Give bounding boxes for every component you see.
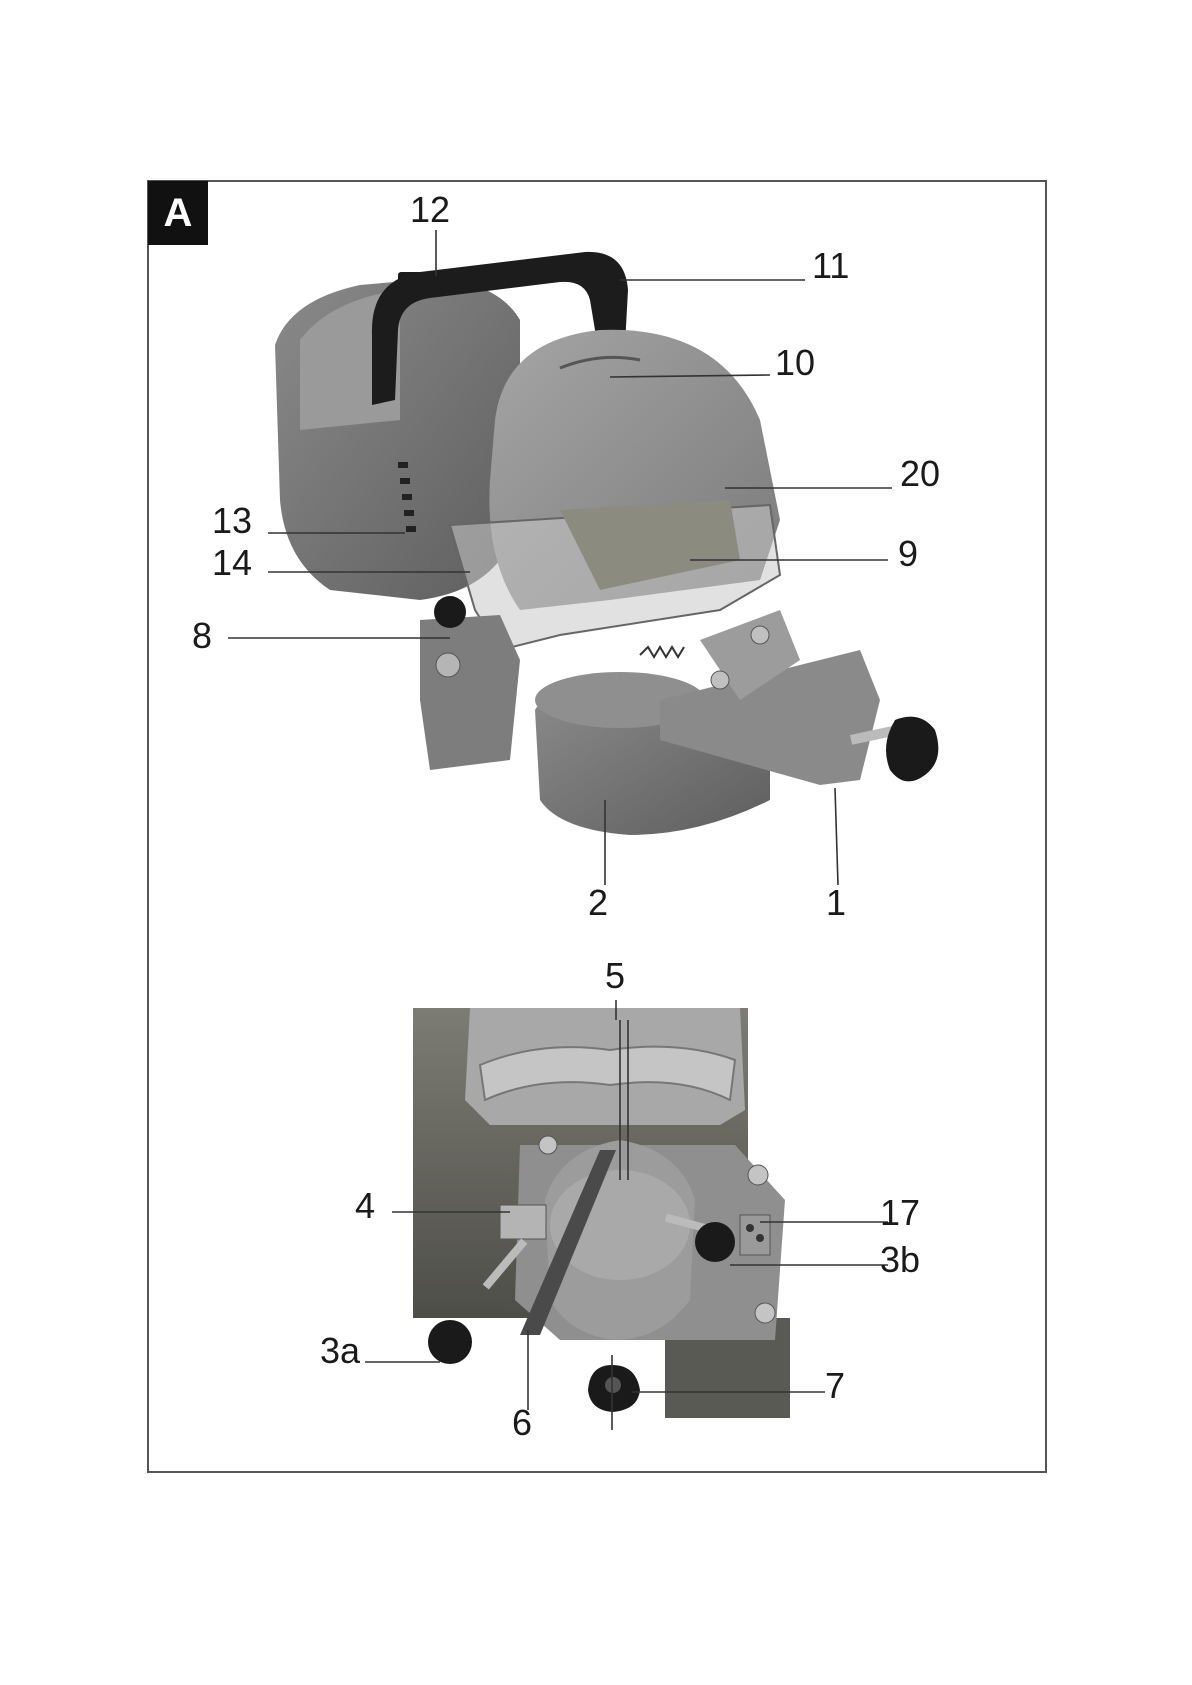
- callout-6: 6: [512, 1405, 532, 1441]
- base-bolt-b: [755, 1303, 775, 1323]
- callout-7: 7: [825, 1368, 845, 1404]
- callout-11: 11: [812, 248, 849, 284]
- callout-2: 2: [588, 885, 608, 921]
- callout-12: 12: [410, 192, 450, 228]
- callout-8: 8: [192, 618, 212, 654]
- vise-bolt-a: [751, 626, 769, 644]
- knob-3b: [695, 1222, 735, 1262]
- depth-stop-screw-b: [756, 1234, 764, 1242]
- bracket-bolt: [436, 653, 460, 677]
- callout-3a: 3a: [320, 1333, 360, 1369]
- callout-13: 13: [212, 503, 252, 539]
- callout-9: 9: [898, 536, 918, 572]
- vise-knob: [886, 717, 938, 782]
- callout-5: 5: [605, 958, 625, 994]
- sharpener-top-view: [275, 252, 938, 835]
- vise-bolt-b: [711, 671, 729, 689]
- callout-1: 1: [826, 885, 846, 921]
- sharpener-detail-view: [413, 1008, 790, 1418]
- callout-14: 14: [212, 545, 252, 581]
- spring: [640, 647, 684, 657]
- callout-3b: 3b: [880, 1242, 920, 1278]
- callout-10: 10: [775, 345, 815, 381]
- base-bolt-c: [539, 1136, 557, 1154]
- callout-17: 17: [880, 1195, 920, 1231]
- callout-4: 4: [355, 1188, 375, 1224]
- depth-stop-screw-a: [746, 1224, 754, 1232]
- knob-3a: [428, 1320, 472, 1364]
- tilt-lock-knob: [434, 596, 466, 628]
- base-bolt-a: [748, 1165, 768, 1185]
- callout-20: 20: [900, 456, 940, 492]
- left-adjuster: [500, 1205, 546, 1239]
- depth-stop-plate: [740, 1215, 770, 1255]
